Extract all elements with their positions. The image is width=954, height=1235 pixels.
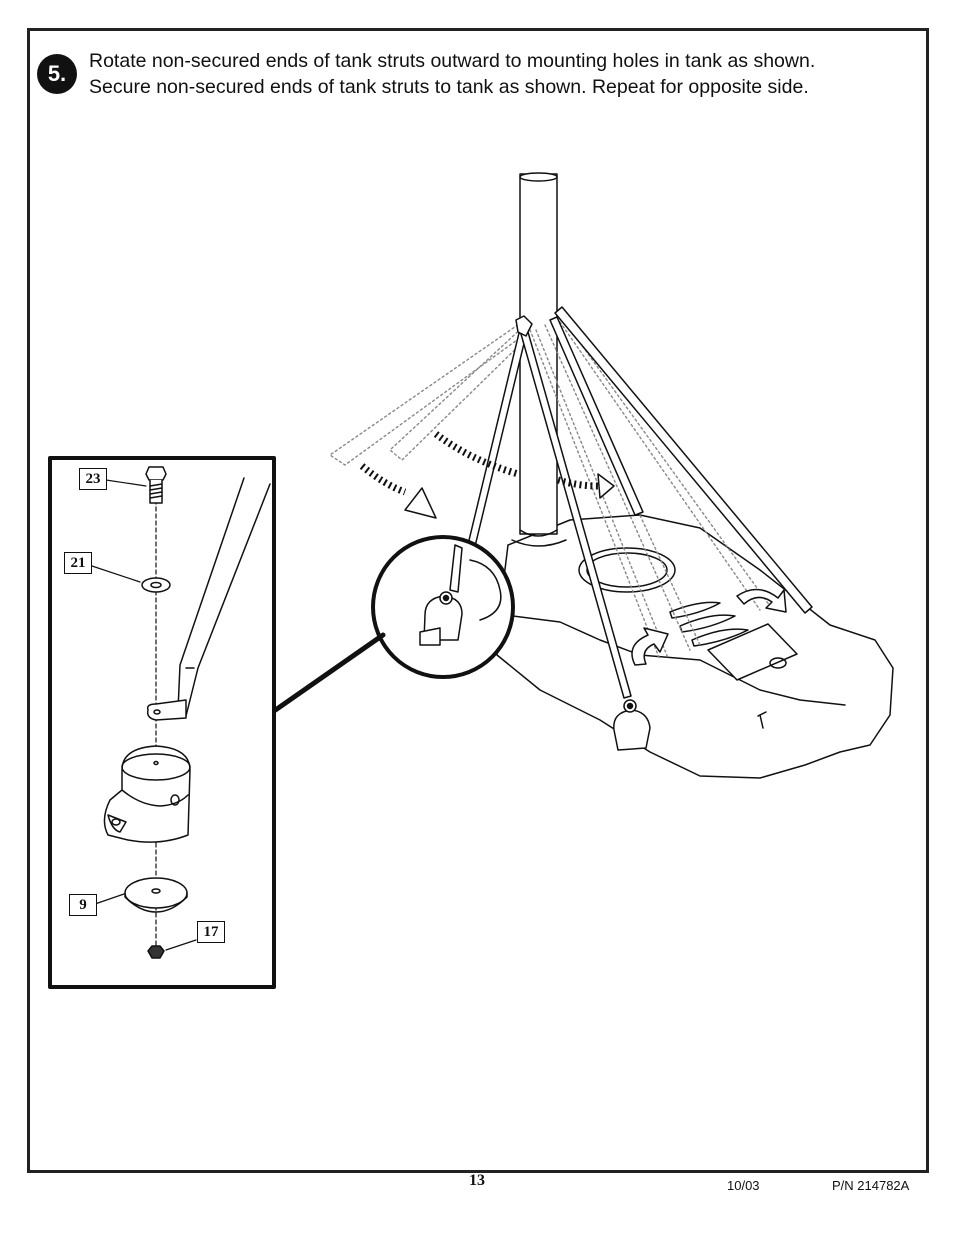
revision-date: 10/03 bbox=[727, 1178, 760, 1193]
motion-arc bbox=[433, 431, 519, 478]
rotate-arrow-icon bbox=[736, 588, 787, 613]
page-number: 13 bbox=[469, 1172, 485, 1189]
nut-part-17 bbox=[147, 945, 165, 959]
page-border bbox=[27, 28, 929, 1173]
motion-arc bbox=[359, 463, 407, 496]
part-label-9: 9 bbox=[69, 894, 97, 916]
strut-end-bracket bbox=[146, 477, 271, 721]
tank-foot-mount bbox=[103, 745, 191, 843]
detail-zoom-circle bbox=[271, 535, 515, 714]
tank-strut-back bbox=[549, 316, 644, 516]
instruction-text: Rotate non-secured ends of tank struts o… bbox=[89, 48, 919, 100]
pole bbox=[519, 173, 558, 535]
part-number: P/N 214782A bbox=[832, 1178, 910, 1193]
washer-part-9 bbox=[124, 877, 188, 913]
part-label-21: 21 bbox=[64, 552, 92, 574]
washer-part-21 bbox=[141, 577, 171, 593]
motion-arc bbox=[556, 476, 599, 490]
tank-strut-right bbox=[554, 306, 813, 614]
step-number-badge: 5. bbox=[37, 54, 77, 94]
instruction-line-1: Rotate non-secured ends of tank struts o… bbox=[89, 50, 816, 72]
tank-label-plate bbox=[707, 623, 798, 681]
part-label-17: 17 bbox=[197, 921, 225, 943]
part-label-23: 23 bbox=[79, 468, 107, 490]
bolt-part-23 bbox=[145, 466, 167, 504]
tank-fill-opening bbox=[578, 547, 676, 593]
instruction-line-2: Secure non-secured ends of tank struts t… bbox=[89, 76, 809, 98]
rotate-arrow-icon bbox=[631, 627, 669, 666]
main-assembly-drawing bbox=[329, 172, 894, 779]
